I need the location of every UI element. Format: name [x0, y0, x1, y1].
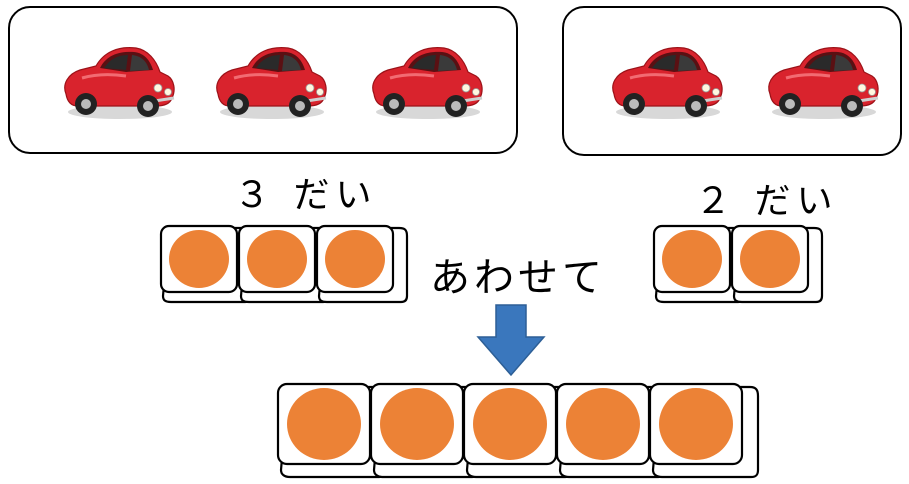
left-count-label: ３ だい [234, 175, 378, 216]
cube-icon [648, 382, 760, 479]
down-arrow-icon [476, 304, 546, 377]
cube-icon [315, 224, 409, 304]
car-icon [63, 46, 176, 121]
car-icon [611, 46, 724, 121]
car-icon [371, 46, 484, 121]
right-count-label: ２ だい [695, 181, 839, 222]
car-icon [767, 46, 880, 121]
combine-verb-label: あわせて [430, 255, 606, 301]
cube-icon [730, 224, 824, 304]
car-icon [215, 46, 328, 121]
